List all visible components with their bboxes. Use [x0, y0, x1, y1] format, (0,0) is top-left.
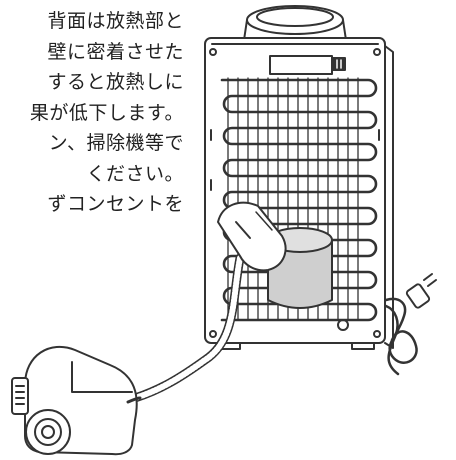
text-line-7: ずコンセントを: [47, 193, 184, 215]
instruction-text: 背面は放熱部と 壁に密着させた すると放熱しに 果が低下します。 ン、掃除機等で…: [0, 6, 184, 220]
power-cord-plug: [384, 273, 437, 376]
water-server-back: [204, 5, 394, 350]
text-line-5: ン、掃除機等で: [48, 132, 184, 154]
vacuum-hose: [130, 253, 245, 403]
text-line-4: 果が低下します。: [29, 101, 184, 124]
text-line-2: 壁に密着させた: [47, 40, 184, 63]
text-line-1: 背面は放熱部と: [47, 10, 184, 32]
vacuum-cleaner: [11, 345, 142, 456]
text-line-3: すると放熱しに: [47, 71, 184, 93]
text-line-6: ください。: [86, 162, 184, 185]
vacuum-nozzle: [217, 201, 287, 272]
